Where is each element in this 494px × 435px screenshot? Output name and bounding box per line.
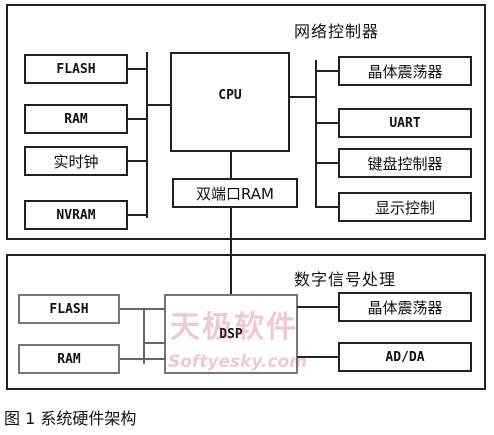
adda-box: AD/DA: [338, 342, 472, 372]
right-bus-line: [315, 60, 317, 208]
cpu-box: CPU: [170, 52, 290, 152]
dsp-flash-box: FLASH: [18, 294, 120, 324]
dsp-box: DSP: [164, 294, 298, 374]
flash-box: FLASH: [24, 54, 128, 84]
ram-link: [127, 118, 147, 120]
left-bus-line: [146, 52, 148, 218]
dual-port-ram-box: 双端口RAM: [172, 178, 298, 208]
right-bus-cpu-link: [289, 96, 315, 98]
dsp-left-flash-link: [120, 308, 165, 310]
dsp-adda-link: [297, 356, 339, 358]
rtc-box: 实时钟: [24, 146, 128, 176]
dsp-oscillator-box: 晶体震荡器: [338, 292, 472, 322]
nvram-link: [127, 214, 147, 216]
keyboard-controller-box: 键盘控制器: [338, 148, 472, 178]
nvram-box: NVRAM: [24, 200, 128, 230]
network-controller-panel: [6, 4, 486, 240]
rtc-link: [127, 160, 147, 162]
network-controller-title: 网络控制器: [294, 22, 380, 41]
figure-caption: 图 1 系统硬件架构: [4, 409, 137, 428]
keyboard-link: [315, 162, 339, 164]
digital-signal-title: 数字信号处理: [294, 270, 397, 289]
uart-box: UART: [338, 108, 472, 138]
dsp-osc-link: [297, 306, 339, 308]
display-control-box: 显示控制: [338, 192, 472, 222]
dualport-dsp-link: [230, 207, 232, 295]
oscillator-box: 晶体震荡器: [338, 56, 472, 86]
cpu-dualport-link: [230, 151, 232, 179]
ram-box: RAM: [24, 104, 128, 134]
uart-link: [315, 122, 339, 124]
digital-signal-panel: [6, 254, 486, 390]
flash-link: [127, 68, 147, 70]
osc-link: [315, 70, 339, 72]
display-link: [315, 206, 339, 208]
left-bus-cpu-link: [146, 104, 170, 106]
left-dsp-bus-line: [143, 308, 145, 364]
dsp-ram-box: RAM: [18, 344, 120, 374]
dsp-left-mid-link: [143, 342, 165, 344]
dsp-left-ram-link: [120, 358, 165, 360]
